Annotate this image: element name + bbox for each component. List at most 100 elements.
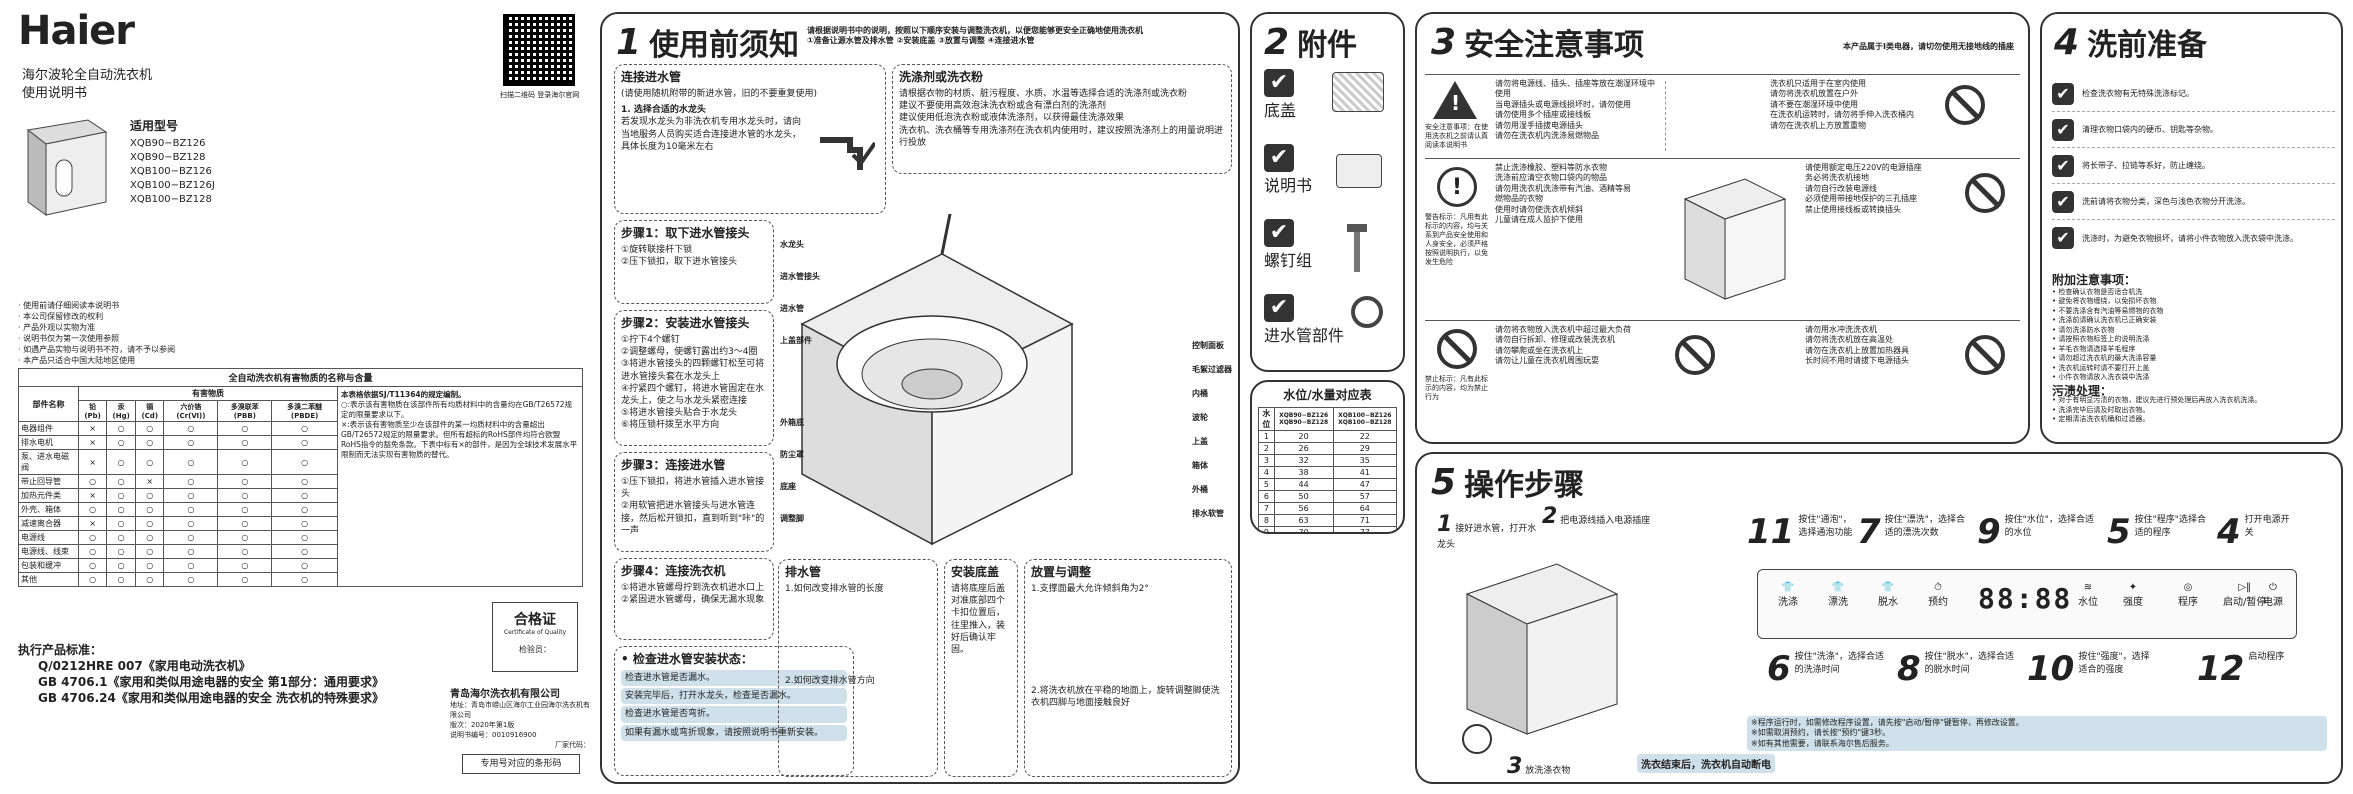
spin-button[interactable]: 👕脱水 xyxy=(1878,582,1898,608)
hazard-cell: ○ xyxy=(217,421,273,436)
part-label: 毛絮过滤器 xyxy=(1192,365,1232,374)
hazard-cell: ○ xyxy=(77,530,108,545)
safety-item: 请勿将衣物放入洗衣机中超过最大负荷 xyxy=(1495,325,1631,334)
water-level-cell: 4 xyxy=(1258,466,1275,479)
power-button[interactable]: ⏻电源 xyxy=(2263,582,2283,608)
panel-number: 2 xyxy=(1264,21,1290,63)
prewash-item: 洗前请将衣物分类，深色与浅色衣物分开洗涤。 xyxy=(2082,197,2250,206)
check-icon: ✔ xyxy=(2052,82,2074,105)
extra-title: 附加注意事项： xyxy=(2052,273,2137,287)
company-edition: 版次：2020年第1版 xyxy=(450,721,515,729)
col-part-header: 部件名称 xyxy=(18,386,79,422)
step-text: 按住"通泡"，选择通泡功能 xyxy=(1798,515,1853,538)
hazard-cell: ○ xyxy=(271,474,338,489)
safety-item: 请使用额定电压220V的电源插座 xyxy=(1805,163,1922,172)
company-date: 厂家代码： xyxy=(555,741,590,749)
washer-diagram xyxy=(782,203,1082,554)
part-name-cell: 排水电机 xyxy=(18,435,79,450)
safety-item: 请不要在潮湿环境中使用 xyxy=(1770,99,1858,109)
inlet-hose-icon xyxy=(1342,292,1392,336)
safety-item: 请勿用水冲洗洗衣机 xyxy=(1805,325,1877,334)
sub-heading: 排水管 xyxy=(785,565,822,579)
hazard-cell: ○ xyxy=(163,516,219,531)
check-item: 安装完毕后，打开水龙头，检查是否漏水。 xyxy=(621,688,847,705)
hazard-cell: × xyxy=(77,449,108,475)
hazard-cell: ○ xyxy=(135,572,165,587)
extra-notes: 附加注意事项： • 检查确认衣物是否适合机洗 • 避免将衣物缠绕，以免损坏衣物 … xyxy=(2052,273,2335,425)
hazard-cell: ○ xyxy=(271,558,338,573)
safety-item: 洗衣机只适用于在室内使用 xyxy=(1770,79,1866,88)
company-address: 地址：青岛市崂山区海尔工业园海尔洗衣机有限公司 xyxy=(450,701,590,719)
water-level-cell: 6 xyxy=(1258,490,1275,503)
program-button[interactable]: ◎程序 xyxy=(2178,582,2198,608)
hazard-note: ○:表示该有害物质在该部件所有均质材料中的含量均在GB/T26572规定的限量要… xyxy=(341,400,572,419)
step-heading: 步骤3：连接进水管 xyxy=(621,458,726,472)
hazard-cell: × xyxy=(77,488,108,503)
standards-block: 执行产品标准： Q/0212HRE 007《家用电动洗衣机》 GB 4706.1… xyxy=(18,642,384,706)
accessory-label: 底盖 xyxy=(1264,101,1297,120)
check-icon: ✔ xyxy=(1264,69,1294,97)
accessory-label: 进水管部件 xyxy=(1264,326,1345,345)
standard-item: GB 4706.1《家用和类似用途电器的安全 第1部分：通用要求》 xyxy=(38,675,385,689)
hazard-cell: ○ xyxy=(217,572,273,587)
step-item: ②压下锁扣，取下进水管接头 xyxy=(621,257,738,268)
led-display: 88:88 xyxy=(1978,582,2073,615)
part-label: 箱体 xyxy=(1192,461,1208,470)
hazard-notes: 本表格依据SJ/T11364的规定编制。 ○:表示该有害物质在该部件所有均质材料… xyxy=(338,386,583,587)
button-label: 脱水 xyxy=(1878,597,1898,608)
part-name-cell: 其他 xyxy=(18,572,79,587)
safety-item: 禁止使用接线板或转换插头 xyxy=(1805,204,1901,214)
step-heading: 步骤2：安装进水管接头 xyxy=(621,316,750,330)
col-header: XQB90−BZ126 XQB90−BZ128 xyxy=(1273,407,1334,431)
prewash-item: 将长带子、拉链等系好，防止缠绕。 xyxy=(2082,161,2210,170)
table-row: 泵、进水电磁阀×○○○○○ xyxy=(18,449,338,475)
hazard-cell: ○ xyxy=(77,544,108,559)
part-label: 底座 xyxy=(780,482,796,491)
certificate-title: 合格证 xyxy=(514,612,556,628)
tilt-illustration xyxy=(1031,595,1225,685)
part-label: 进水管接头 xyxy=(780,272,820,281)
standard-item: Q/0212HRE 007《家用电动洗衣机》 xyxy=(38,659,251,673)
water-level-cell: 41 xyxy=(1332,466,1398,479)
delay-button[interactable]: ⏱预约 xyxy=(1928,582,1948,608)
panel-heading: 附件 xyxy=(1297,28,1358,63)
hazard-cell: ○ xyxy=(217,435,273,450)
water-level-cell: 50 xyxy=(1273,490,1334,503)
hazard-cell: ○ xyxy=(106,449,137,475)
warning-circle-icon: ! xyxy=(1437,167,1477,207)
install-base-box: 安装底盖 请将底座后盖对准底部四个卡扣位置后，往里推入，装好后确认牢固。 xyxy=(944,559,1018,777)
hazard-cell: ○ xyxy=(135,530,165,545)
part-name-cell: 减速离合器 xyxy=(18,516,79,531)
hazard-cell: ○ xyxy=(163,544,219,559)
sub-heading: 洗涤剂或洗衣粉 xyxy=(899,70,984,84)
hazard-cell: ○ xyxy=(217,530,273,545)
prewash-item: 检查洗衣物有无特殊洗涤标记。 xyxy=(2082,89,2194,98)
water-level-cell: 44 xyxy=(1273,478,1334,491)
hazard-cell: ○ xyxy=(217,474,273,489)
strength-button[interactable]: ✦强度 xyxy=(2123,582,2143,608)
panel-title: 4 洗前准备 xyxy=(2054,20,2207,64)
step-item: ⑤将进水管接头贴合于水龙头 xyxy=(621,408,738,419)
step-title: 1. 选择合适的水龙头 xyxy=(621,105,706,116)
start-pause-button[interactable]: ▷‖启动/暂停 xyxy=(2223,582,2267,608)
water-level-button[interactable]: ≋水位 xyxy=(2078,582,2098,608)
wash-button[interactable]: 👕洗涤 xyxy=(1778,582,1798,608)
clean-item: • 对于有明显污渍的衣物，建议先进行预处理后再放入洗衣机洗涤。 xyxy=(2052,396,2262,404)
step-item: ①拧下4个螺钉 xyxy=(621,335,680,346)
part-name-cell: 电器组件 xyxy=(18,421,79,436)
water-level-cell: 35 xyxy=(1332,454,1398,467)
safety-item: 请勿自行拆卸、修理或改装洗衣机 xyxy=(1495,335,1615,345)
water-level-cell: 2 xyxy=(1258,442,1275,455)
accessory-label: 说明书 xyxy=(1264,176,1313,195)
safety-item: 请勿让儿童在洗衣机周围玩耍 xyxy=(1495,356,1599,366)
brand-logo: Haier xyxy=(18,8,135,54)
op-step-1: 1 接好进水管，打开水龙头 xyxy=(1437,512,1537,550)
rinse-button[interactable]: 👕漂洗 xyxy=(1828,582,1848,608)
hazard-cell: ○ xyxy=(135,488,165,503)
manual-icon xyxy=(1336,154,1382,188)
